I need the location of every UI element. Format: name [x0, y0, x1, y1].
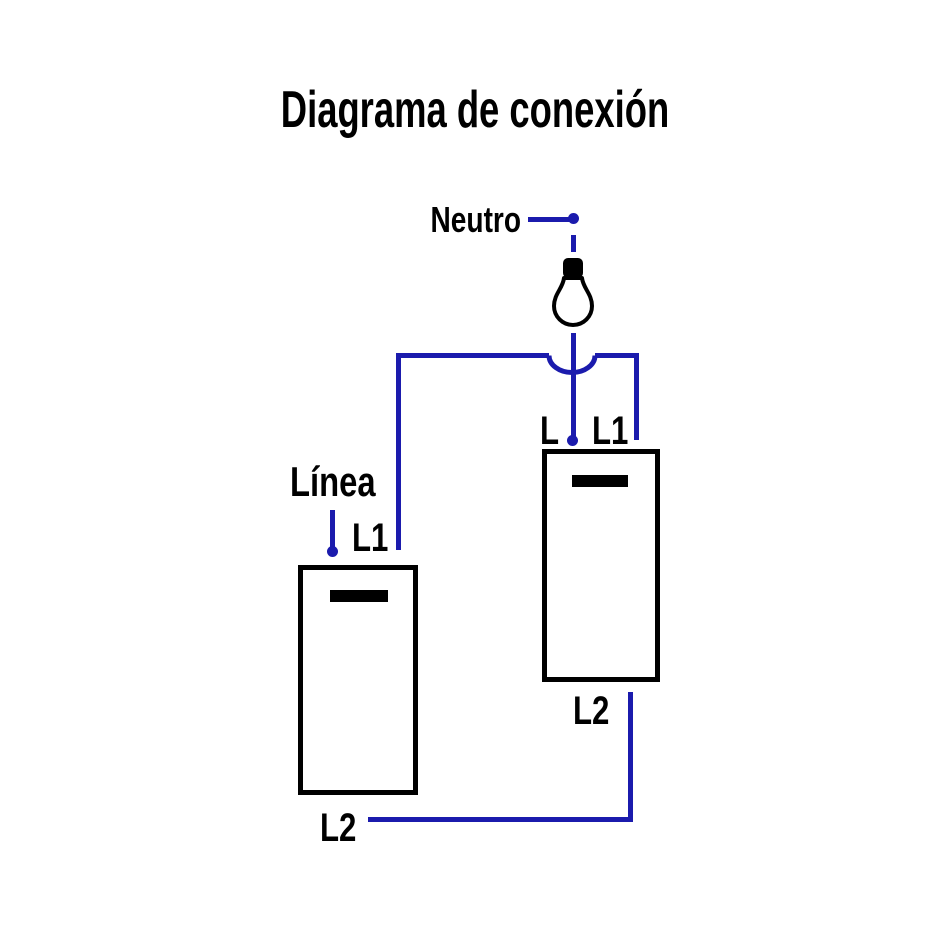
line-node-dot	[327, 546, 338, 557]
neutral-label: Neutro	[430, 199, 521, 240]
top-run-right-wire	[595, 353, 639, 358]
line-wire	[330, 510, 335, 551]
wire-crossover-hop	[546, 355, 598, 375]
left-drop-wire	[396, 353, 401, 550]
switch2-body	[542, 449, 660, 682]
switch1-terminal-l2-label: L2	[320, 806, 357, 850]
neutral-dash-wire	[571, 235, 576, 252]
switch2-l-terminal-dot	[567, 435, 578, 446]
bulb-to-switch2-wire	[571, 333, 576, 441]
bottom-run-wire	[368, 817, 633, 822]
switch1-body	[298, 565, 418, 795]
switch2-terminal-l1-label: L1	[592, 409, 629, 453]
switch2-terminal-l-label: L	[540, 409, 560, 453]
top-run-left-wire	[396, 353, 549, 358]
switch2-rocker	[572, 475, 628, 487]
line-label: Línea	[290, 458, 376, 505]
switch2-l2-drop-wire	[628, 692, 633, 822]
neutral-node-dot	[568, 213, 579, 224]
switch1-terminal-l1-label: L1	[352, 516, 389, 560]
right-drop-wire	[634, 353, 639, 440]
switch1-rocker	[330, 590, 388, 602]
light-bulb-icon	[552, 258, 594, 327]
switch2-terminal-l2-label: L2	[573, 689, 610, 733]
page-title: Diagrama de conexión	[280, 81, 670, 139]
bulb-cap	[563, 258, 583, 278]
neutral-wire	[528, 217, 572, 222]
